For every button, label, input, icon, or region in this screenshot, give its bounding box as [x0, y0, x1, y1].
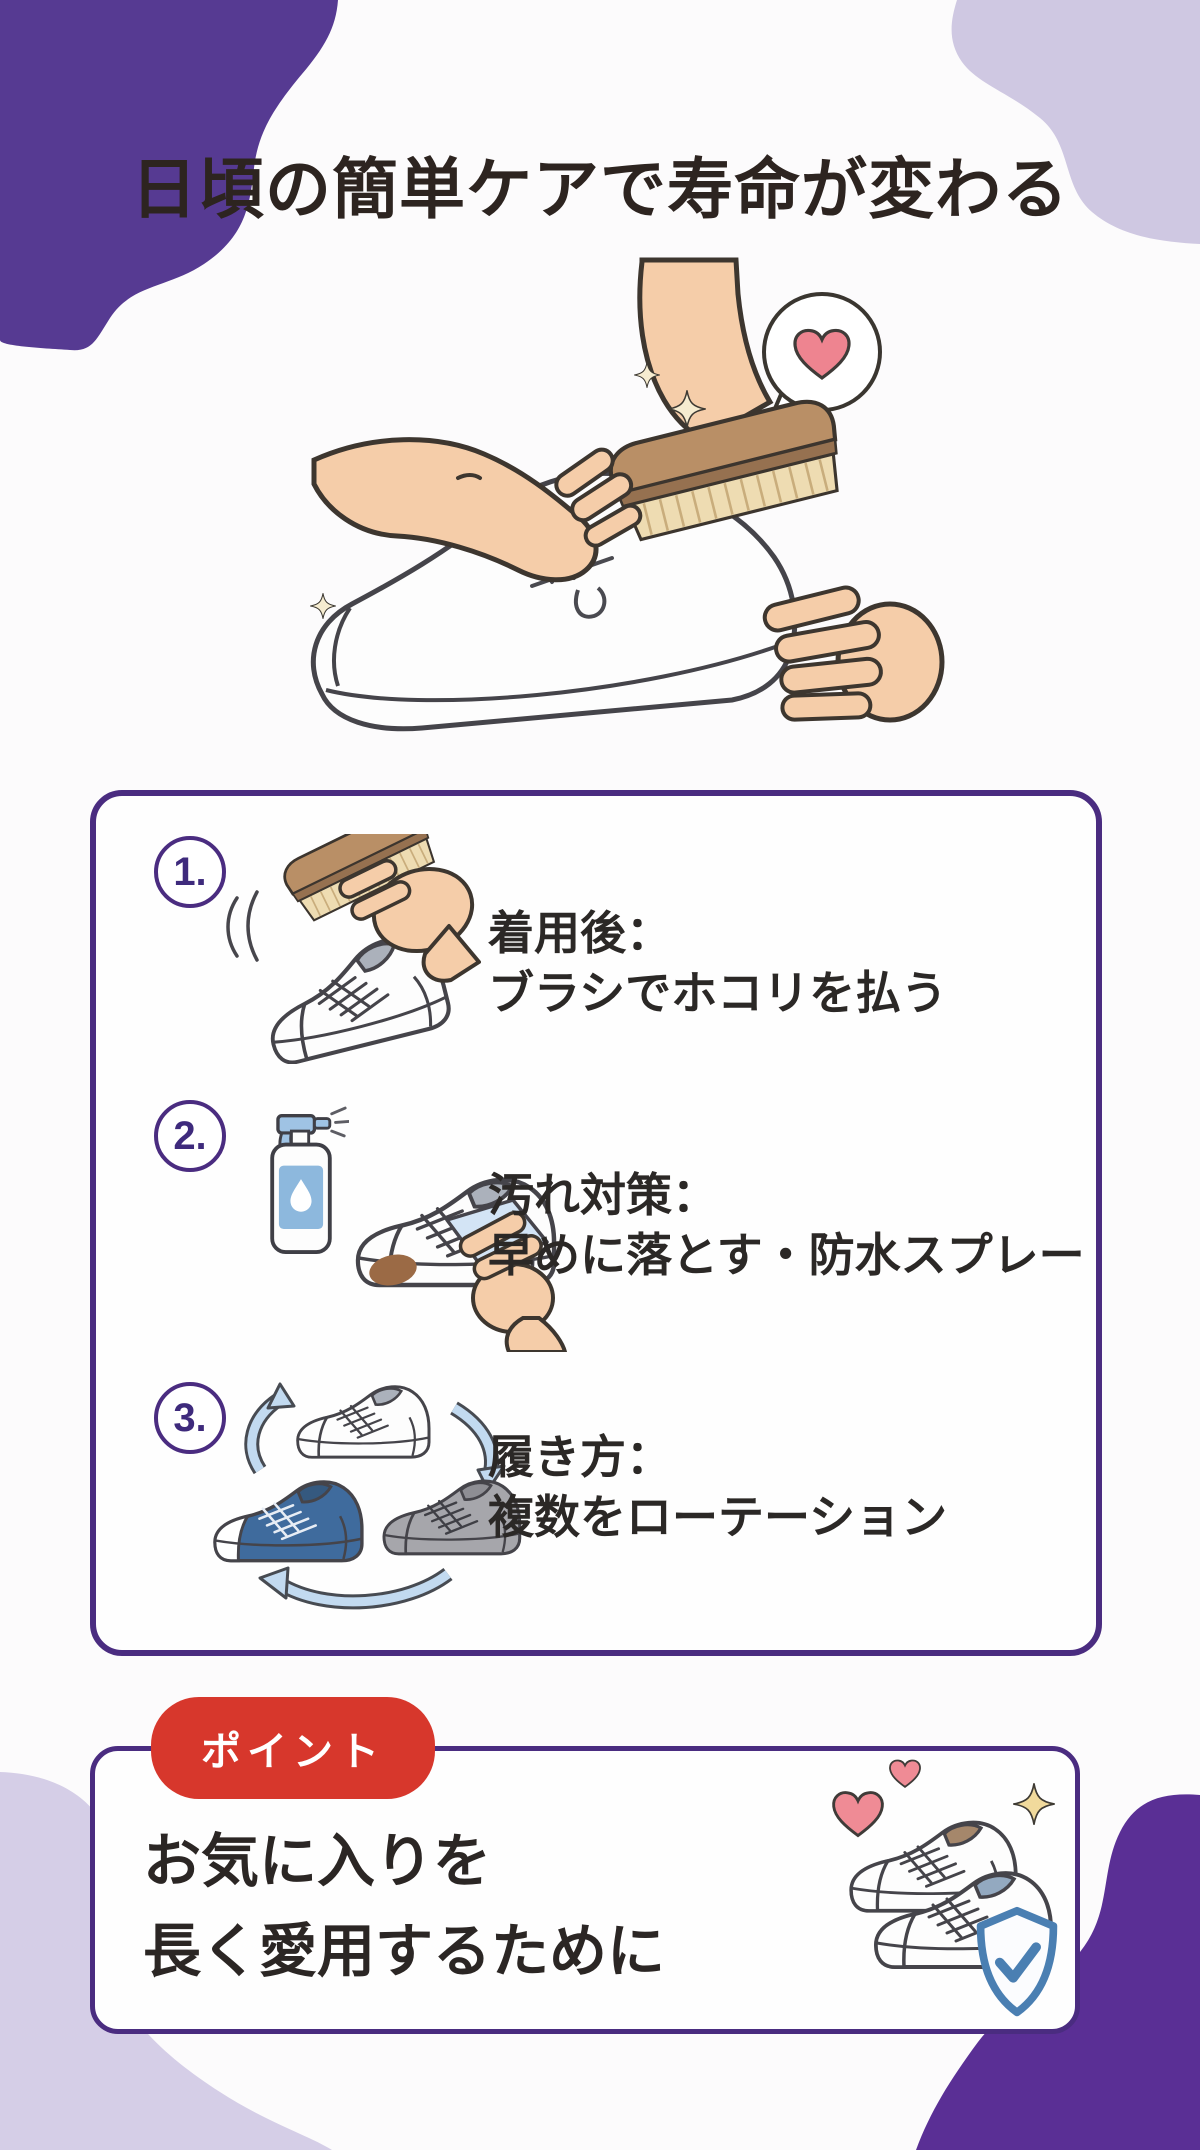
hero-illustration — [310, 257, 945, 732]
step-number-badge: 1. — [154, 836, 226, 908]
hand-icon — [762, 585, 945, 723]
arm-icon — [637, 257, 774, 443]
hand-icon — [458, 1210, 568, 1352]
step3-rotation-illustration — [213, 1382, 522, 1610]
step3-text: 履き方： 複数をローテーション — [488, 1428, 947, 1548]
step-number-badge: 2. — [154, 1100, 226, 1172]
step1-title: 着用後： — [488, 907, 672, 959]
shield-check-icon — [981, 1911, 1054, 2013]
point-message: お気に入りを 長く愛用するために — [143, 1817, 665, 1997]
hand-icon — [338, 858, 481, 983]
heart-icon — [889, 1759, 921, 1788]
step1-brush-illustration — [226, 834, 481, 1064]
sparkle-icon — [1013, 1783, 1055, 1825]
point-panel: ポイント お気に入りを 長く愛用するために — [90, 1697, 1080, 2034]
care-steps-panel: 1. 着用後： ブラシでホコリを払う 2. — [90, 790, 1102, 1656]
step-number: 1. — [173, 849, 207, 894]
blob-bottom-right — [916, 1794, 1200, 2150]
step1-text: 着用後： ブラシでホコリを払う — [488, 904, 947, 1024]
blob-bottom-left — [0, 1772, 332, 2150]
step-number-badge: 3. — [154, 1382, 226, 1454]
step2-description: 早めに落とす・防水スプレー — [488, 1228, 1085, 1281]
point-message-line1: お気に入りを — [143, 1829, 492, 1894]
step3-description: 複数をローテーション — [488, 1490, 948, 1543]
blob-top-right — [951, 0, 1200, 244]
heart-icon — [832, 1791, 884, 1837]
motion-lines-icon — [226, 890, 259, 962]
point-message-line2: 長く愛用するために — [143, 1918, 666, 1984]
spray-bottle-icon — [270, 1106, 349, 1254]
step-number: 2. — [173, 1113, 207, 1158]
arm-icon — [311, 437, 643, 583]
step2-clean-illustration — [270, 1106, 568, 1352]
step3-title: 履き方： — [488, 1431, 672, 1483]
step1-description: ブラシでホコリを払う — [488, 966, 948, 1019]
rotation-arrows-icon — [244, 1382, 506, 1610]
point-illustration — [832, 1759, 1073, 2025]
sneaker-icon — [213, 1480, 364, 1563]
step2-text: 汚れ対策： 早めに落とす・防水スプレー — [488, 1166, 1085, 1286]
sneaker-icon — [296, 1385, 431, 1459]
step-number: 3. — [173, 1395, 207, 1440]
point-badge: ポイント — [151, 1697, 435, 1799]
sparkle-icon — [310, 593, 336, 619]
blob-top-left — [0, 0, 338, 351]
stain-icon — [369, 1254, 417, 1286]
page-title: 日頃の簡単ケアで寿命が変わる — [131, 152, 1069, 226]
step2-title: 汚れ対策： — [488, 1169, 718, 1221]
